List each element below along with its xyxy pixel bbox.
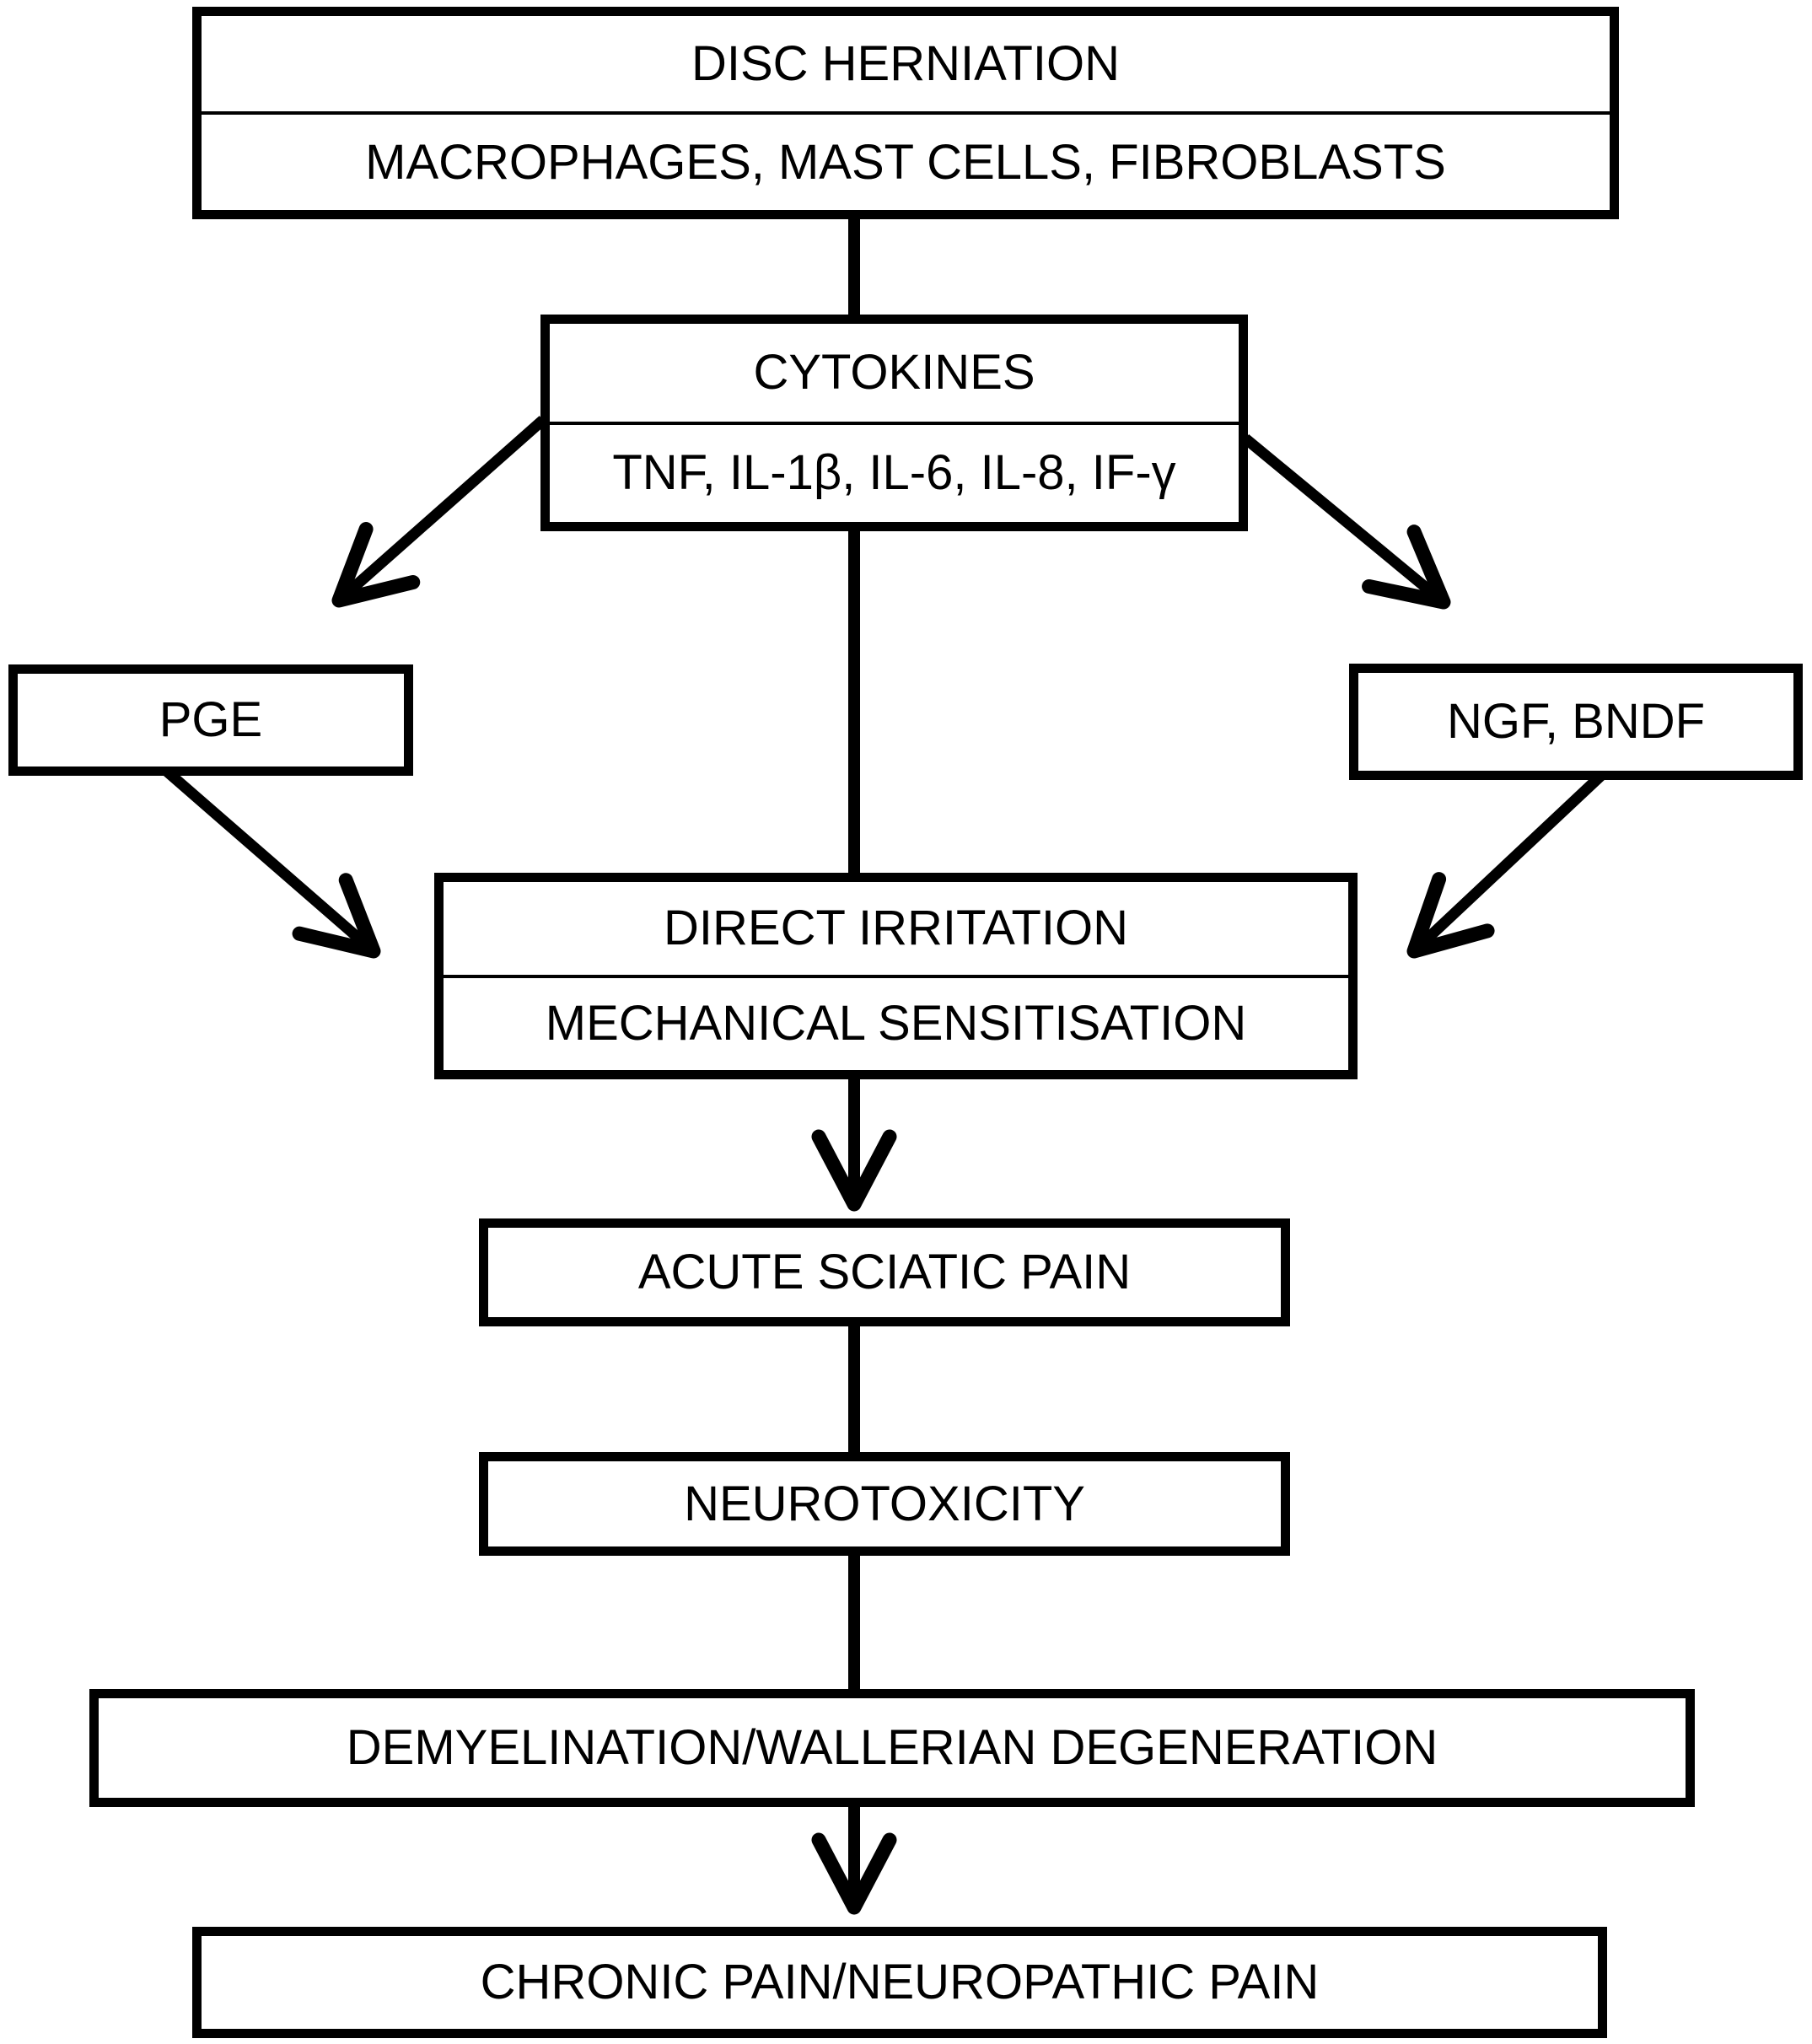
node-chronic-pain-label: CHRONIC PAIN/NEUROPATHIC PAIN <box>480 1955 1320 2010</box>
node-cytokines: CYTOKINES TNF, IL-1β, IL-6, IL-8, IF-γ <box>540 315 1248 531</box>
node-acute-sciatic-pain: ACUTE SCIATIC PAIN <box>479 1218 1290 1326</box>
connector-cytokines-to-ngf-arrow <box>1241 433 1451 610</box>
node-cytokines-title: CYTOKINES <box>753 344 1035 400</box>
node-acute-sciatic-pain-label: ACUTE SCIATIC PAIN <box>637 1245 1132 1300</box>
connector-pge-to-direct-arrow <box>162 766 381 959</box>
node-neurotoxicity: NEUROTOXICITY <box>479 1452 1290 1556</box>
node-direct-irritation-title: DIRECT IRRITATION <box>664 900 1128 955</box>
node-ngf-bndf: NGF, BNDF <box>1349 664 1803 780</box>
node-direct-irritation: DIRECT IRRITATION MECHANICAL SENSITISATI… <box>434 873 1358 1079</box>
node-disc-herniation-title: DISC HERNIATION <box>691 35 1121 91</box>
node-ngf-bndf-label: NGF, BNDF <box>1446 694 1706 750</box>
node-demyelination: DEMYELINATION/WALLERIAN DEGENERATION <box>89 1689 1695 1807</box>
node-disc-herniation: DISC HERNIATION MACROPHAGES, MAST CELLS,… <box>192 7 1619 219</box>
node-neurotoxicity-label: NEUROTOXICITY <box>684 1476 1085 1531</box>
connector-cytokines-to-pge-arrow <box>331 416 547 608</box>
node-cytokines-subtitle: TNF, IL-1β, IL-6, IL-8, IF-γ <box>550 421 1239 523</box>
node-pge-label: PGE <box>159 692 263 748</box>
node-disc-herniation-subtitle: MACROPHAGES, MAST CELLS, FIBROBLASTS <box>202 111 1610 210</box>
node-chronic-pain: CHRONIC PAIN/NEUROPATHIC PAIN <box>192 1927 1607 2038</box>
node-demyelination-label: DEMYELINATION/WALLERIAN DEGENERATION <box>346 1720 1438 1776</box>
node-pge: PGE <box>8 664 413 776</box>
connector-ngf-to-direct-arrow <box>1406 766 1610 959</box>
node-direct-irritation-subtitle: MECHANICAL SENSITISATION <box>444 974 1348 1071</box>
